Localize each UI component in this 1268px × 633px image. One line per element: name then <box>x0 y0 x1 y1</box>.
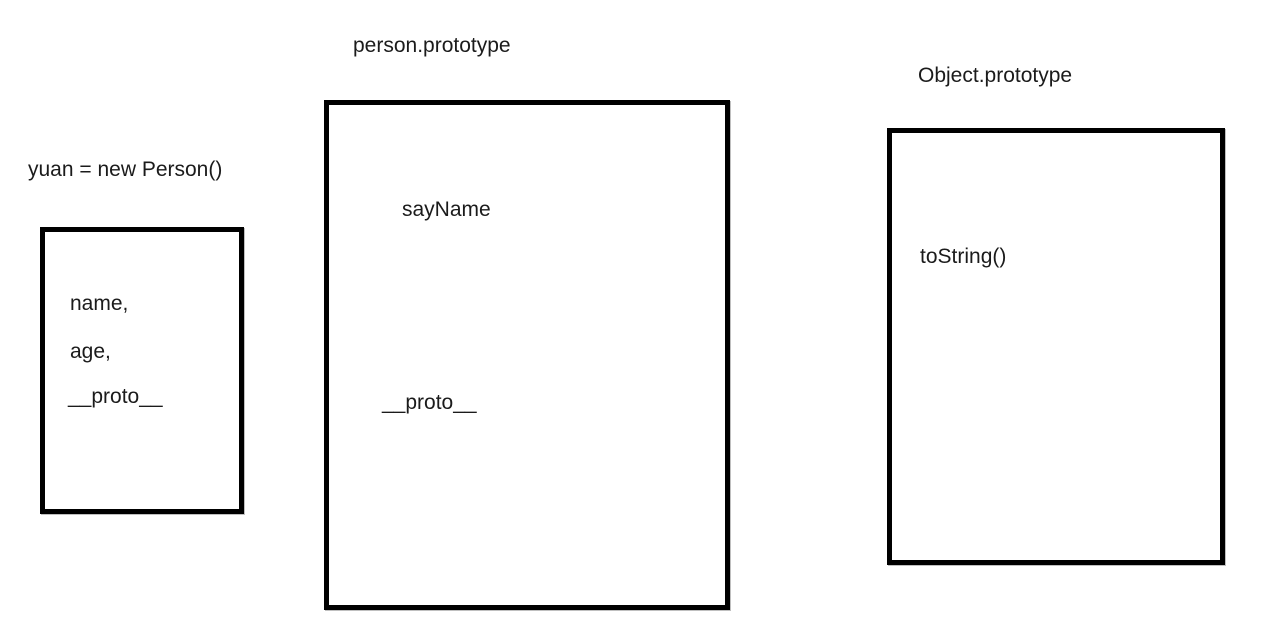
person-prototype-label: person.prototype <box>353 34 511 57</box>
object-prototype-box: toString() <box>887 128 1225 565</box>
instance-member-proto: __proto__ <box>68 385 163 408</box>
instance-member-age: age, <box>70 340 111 363</box>
person-prototype-box: sayName __proto__ <box>324 100 730 610</box>
person-prototype-member-sayname: sayName <box>402 198 491 221</box>
person-prototype-member-proto: __proto__ <box>382 391 477 414</box>
object-prototype-member-tostring: toString() <box>920 245 1007 268</box>
instance-member-name: name, <box>70 292 129 315</box>
instance-object-box: name, age, __proto__ <box>40 227 244 514</box>
object-prototype-label: Object.prototype <box>918 64 1073 87</box>
instance-object-label: yuan = new Person() <box>28 158 223 181</box>
